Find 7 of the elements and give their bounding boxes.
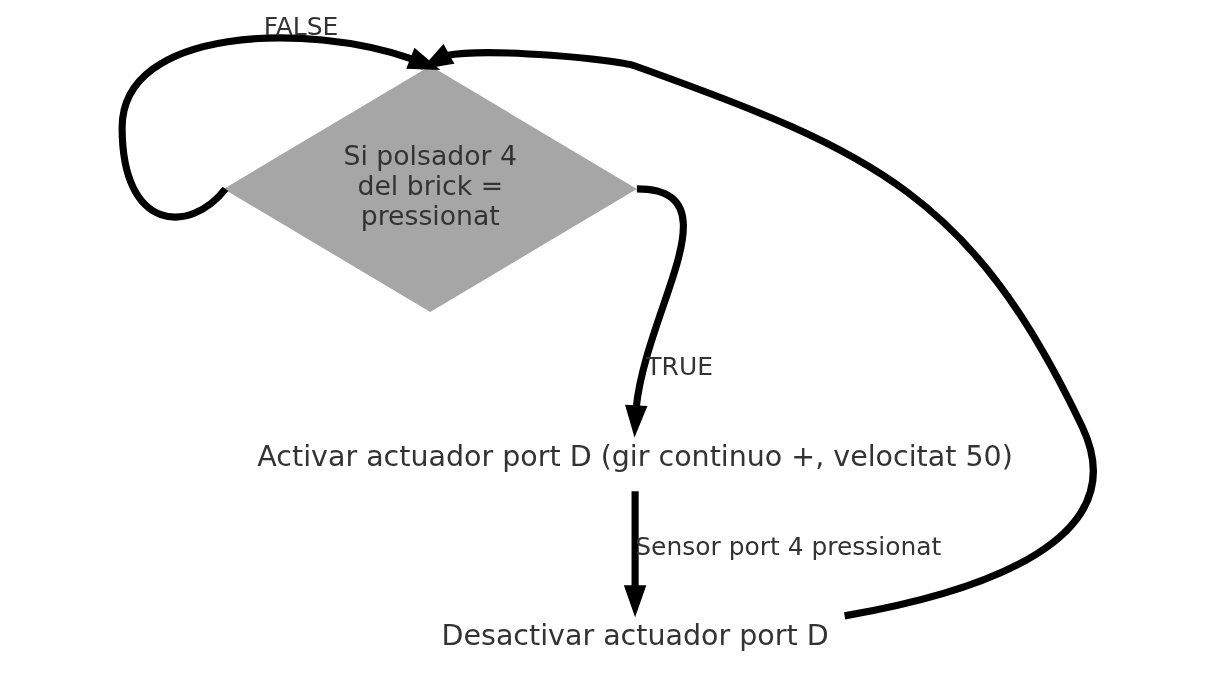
edge-label: TRUE bbox=[646, 352, 713, 382]
node-text: Desactivar actuador port D bbox=[441, 619, 829, 653]
arrow bbox=[420, 44, 1097, 620]
arrow bbox=[118, 34, 441, 221]
arrow bbox=[625, 185, 687, 438]
node-text: Activar actuador port D (gir continuo +, velocitat 50) bbox=[257, 439, 1013, 473]
edge-label: FALSE bbox=[263, 12, 339, 42]
